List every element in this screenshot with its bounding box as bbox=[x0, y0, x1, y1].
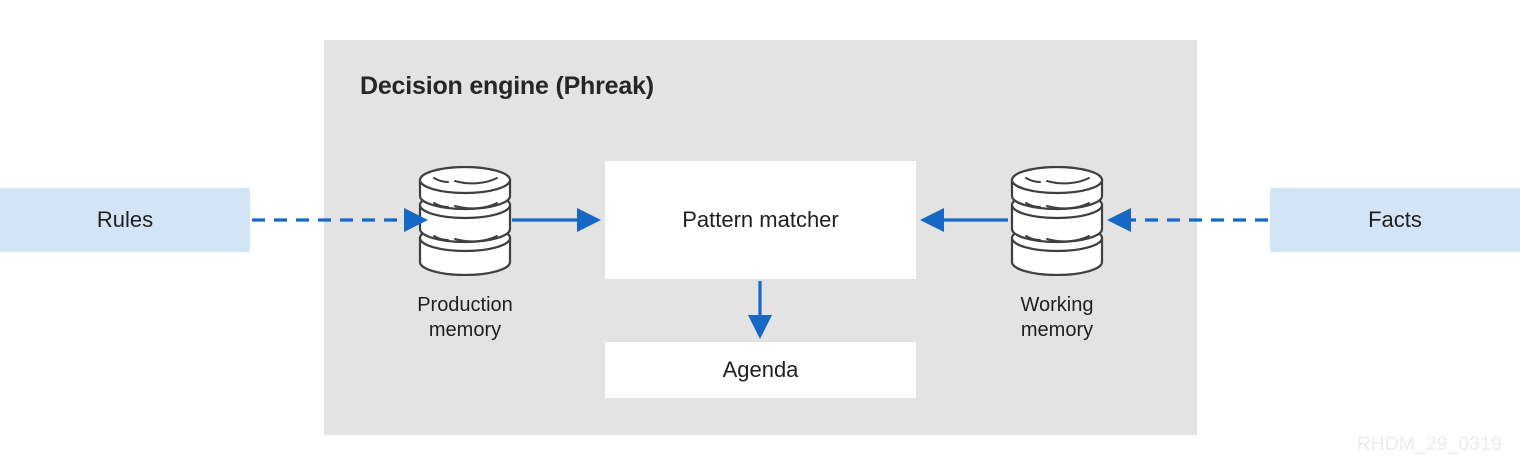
rules-box-label: Rules bbox=[96, 207, 154, 232]
decision-engine-title: Decision engine (Phreak) bbox=[360, 72, 654, 100]
working-memory-label: Working memory bbox=[957, 293, 1157, 343]
agenda-label: Agenda bbox=[722, 357, 799, 382]
production-memory-database-icon bbox=[417, 165, 513, 277]
working-memory-label-line2: memory bbox=[1020, 319, 1094, 341]
production-memory-label-line2: memory bbox=[428, 319, 502, 341]
pattern-matcher-label: Pattern matcher bbox=[682, 207, 839, 232]
facts-box-label: Facts bbox=[1368, 207, 1422, 232]
watermark-label: RHDM_29_0319 bbox=[1356, 434, 1502, 455]
production-memory-label-line1: Production bbox=[417, 294, 513, 316]
working-memory-label-line1: Working bbox=[1020, 294, 1094, 316]
production-memory-label: Production memory bbox=[365, 293, 565, 343]
agenda-box: Agenda bbox=[605, 342, 916, 398]
rules-box: Rules bbox=[0, 188, 250, 252]
pattern-matcher-box: Pattern matcher bbox=[605, 161, 916, 279]
working-memory-database-icon bbox=[1009, 165, 1105, 277]
facts-box: Facts bbox=[1270, 188, 1520, 252]
